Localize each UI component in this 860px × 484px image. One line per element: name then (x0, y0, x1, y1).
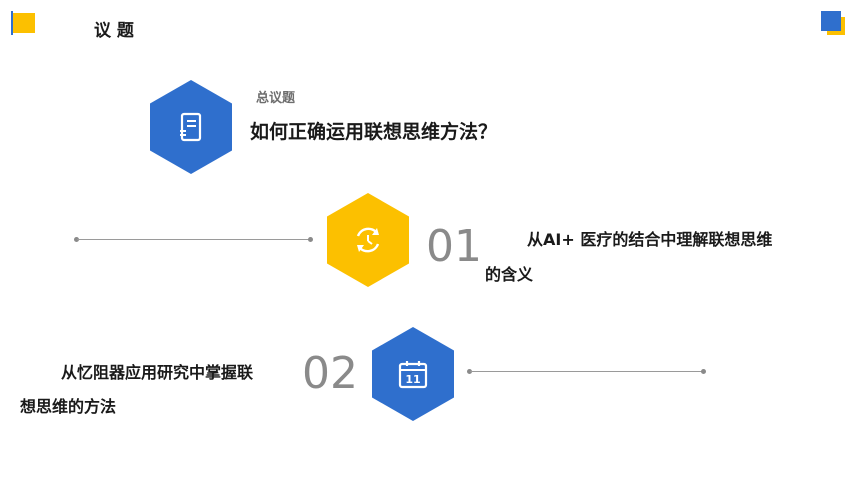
line-endpoint-right-02 (701, 369, 706, 374)
main-topic-label: 总议题 (256, 91, 296, 106)
item-number-01: 01 (426, 221, 482, 272)
calendar-day-text: 11 (405, 373, 420, 386)
calendar-hexagon: 11 (372, 327, 454, 421)
connector-line-01 (77, 239, 311, 240)
item-text-01-line2: 的含义 (485, 265, 534, 284)
line-endpoint-right (308, 237, 313, 242)
calendar-icon: 11 (398, 361, 428, 389)
header-title: 议 题 (94, 21, 134, 41)
main-topic-question: 如何正确运用联想思维方法？ (250, 121, 498, 143)
refresh-hexagon (327, 193, 409, 287)
line-endpoint-left-02 (467, 369, 472, 374)
corner-logo-right (821, 11, 847, 35)
item-number-02: 02 (302, 348, 358, 399)
corner-logo-left (11, 11, 39, 35)
document-hexagon (150, 80, 232, 174)
connector-line-02 (470, 371, 704, 372)
item-text-02-line1: 从忆阻器应用研究中掌握联 (61, 363, 254, 382)
item-text-01-line1: 从AI+ 医疗的结合中理解联想思维 (527, 230, 773, 249)
document-icon (180, 112, 202, 142)
item-text-02-line2: 想思维的方法 (20, 397, 117, 416)
refresh-clock-icon (356, 227, 380, 253)
line-endpoint-left (74, 237, 79, 242)
